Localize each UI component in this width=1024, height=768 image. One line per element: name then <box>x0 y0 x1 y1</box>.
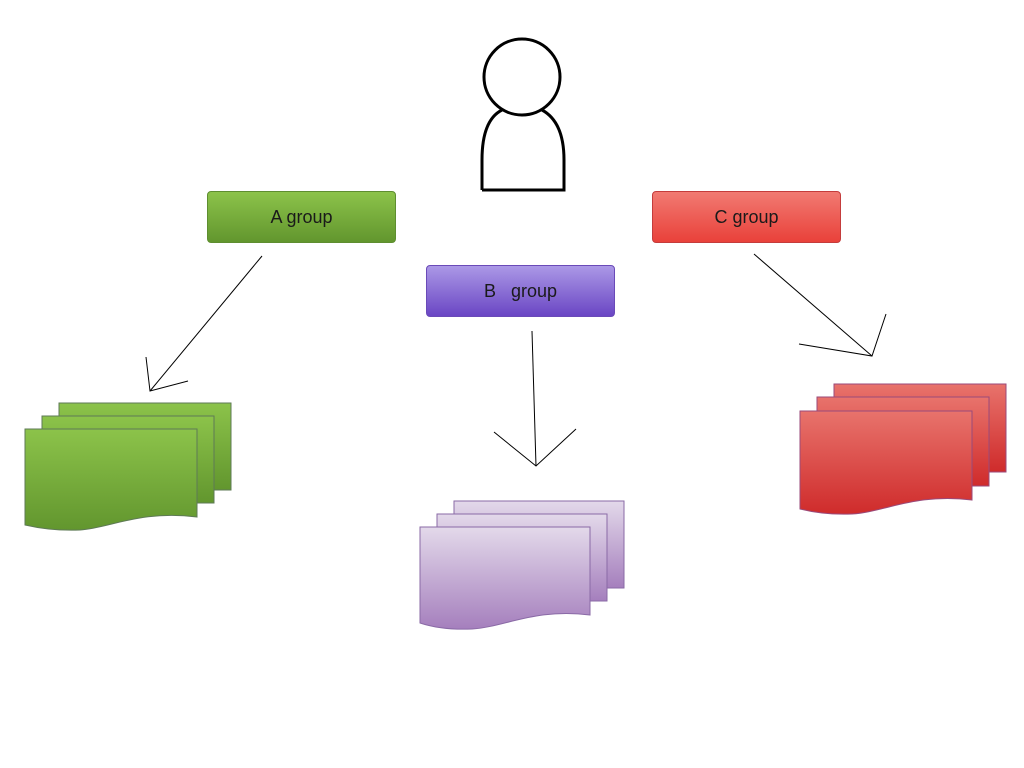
group-box-c[interactable]: C group <box>652 191 841 243</box>
person-icon <box>480 37 566 192</box>
document-sheet-front <box>799 410 973 515</box>
arrow-b-head <box>493 428 577 467</box>
document-stack-c <box>799 383 1007 515</box>
arrow-to-c-docs <box>753 253 887 357</box>
person-head <box>482 37 562 117</box>
group-label-b: B group <box>483 280 558 301</box>
arrow-c-shaft <box>753 253 873 357</box>
document-stack-b <box>419 500 625 630</box>
document-stack-a <box>24 402 232 531</box>
arrow-c-head <box>798 313 887 357</box>
group-label-a: A group <box>270 206 333 227</box>
arrow-a-head <box>145 356 189 392</box>
arrow-to-b-docs <box>493 330 577 467</box>
arrow-to-a-docs <box>145 255 263 392</box>
group-box-b[interactable]: B group <box>426 265 615 317</box>
person-body <box>480 108 566 192</box>
document-sheet-front <box>24 428 198 531</box>
document-sheet-front <box>419 526 591 630</box>
group-box-a[interactable]: A group <box>207 191 396 243</box>
arrow-b-shaft <box>531 330 537 467</box>
arrow-a-shaft <box>149 255 263 392</box>
group-label-c: C group <box>714 206 779 227</box>
